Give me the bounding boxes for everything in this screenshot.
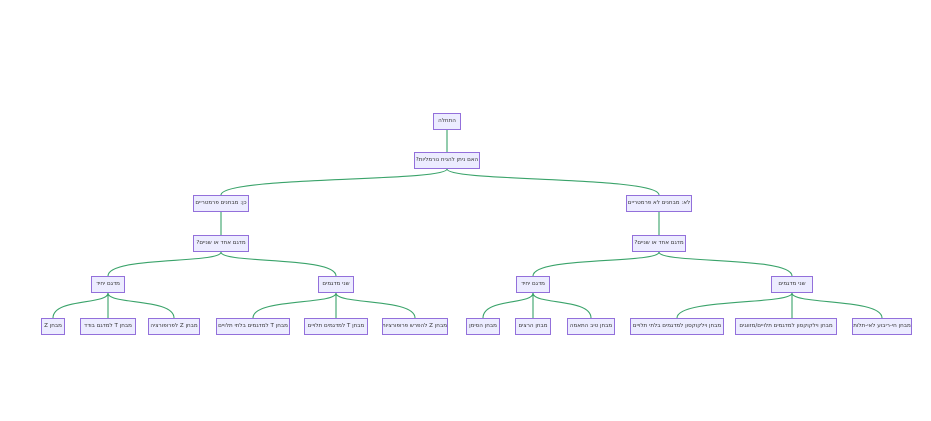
node-runs-test: מבחן הרצים (515, 318, 551, 335)
node-yes-samples-question: מדגם אחד או שניים? (193, 235, 249, 252)
node-start: התחלה (433, 113, 461, 130)
node-sign-test: מבחן הסימן (466, 318, 500, 335)
node-yes-two-samples: שני מדגמים (318, 276, 354, 293)
node-no-single-sample: מדגם יחיד (516, 276, 550, 293)
node-goodness-of-fit: מבחן טיב התאמה (567, 318, 615, 335)
node-no-samples-question: מדגם אחד או שניים? (632, 235, 686, 252)
node-no-two-samples: שני מדגמים (771, 276, 813, 293)
node-normality-question: האם ניתן להניח נורמליות? (414, 152, 480, 169)
node-t-paired: מבחן T למדגמים תלויים (304, 318, 368, 335)
edge-no-two-to-chi (791, 292, 883, 319)
edge-yes-one-to-z (52, 292, 109, 319)
node-yes-parametric: כן: מבחנים פרמטריים (193, 195, 249, 212)
node-wilcoxon-independent: מבחן וילקוקסון למדגמים בלתי תלויים (630, 318, 724, 335)
node-z-test: מבחן Z (41, 318, 65, 335)
node-yes-single-sample: מדגם יחיד (91, 276, 125, 293)
edge-no-two-to-wilcoxon-indep (676, 292, 793, 319)
edge-yes-two-to-t-indep (252, 292, 337, 319)
edge-q-normal-to-no (446, 168, 660, 196)
node-z-proportion: מבחן Z לפרופורציה (148, 318, 200, 335)
node-z-proportion-difference: מבחן Z להפרש פרופורציות (382, 318, 448, 335)
edge-no-one-to-gof (532, 292, 592, 319)
node-wilcoxon-paired: מבחן וילקוקסון למדגמים תלויים/מזווגים (735, 318, 837, 335)
node-t-single-sample: מבחן T למדגם בודד (80, 318, 136, 335)
edge-no-one-to-sign (482, 292, 534, 319)
edge-no-samples-to-one (532, 251, 660, 277)
edge-q-normal-to-yes (220, 168, 448, 196)
node-chi-square: מבחן חי-ריבוע לאי-תלות (852, 318, 912, 335)
edge-yes-samples-to-two (220, 251, 337, 277)
node-no-nonparametric: לא: מבחנים לא פרמטריים (626, 195, 692, 212)
edge-yes-samples-to-one (107, 251, 222, 277)
node-t-independent: מבחן T למדגמים בלתי תלויים (216, 318, 290, 335)
edge-yes-two-to-z-prop-diff (335, 292, 416, 319)
edge-no-samples-to-two (658, 251, 793, 277)
edge-yes-one-to-z-prop (107, 292, 175, 319)
